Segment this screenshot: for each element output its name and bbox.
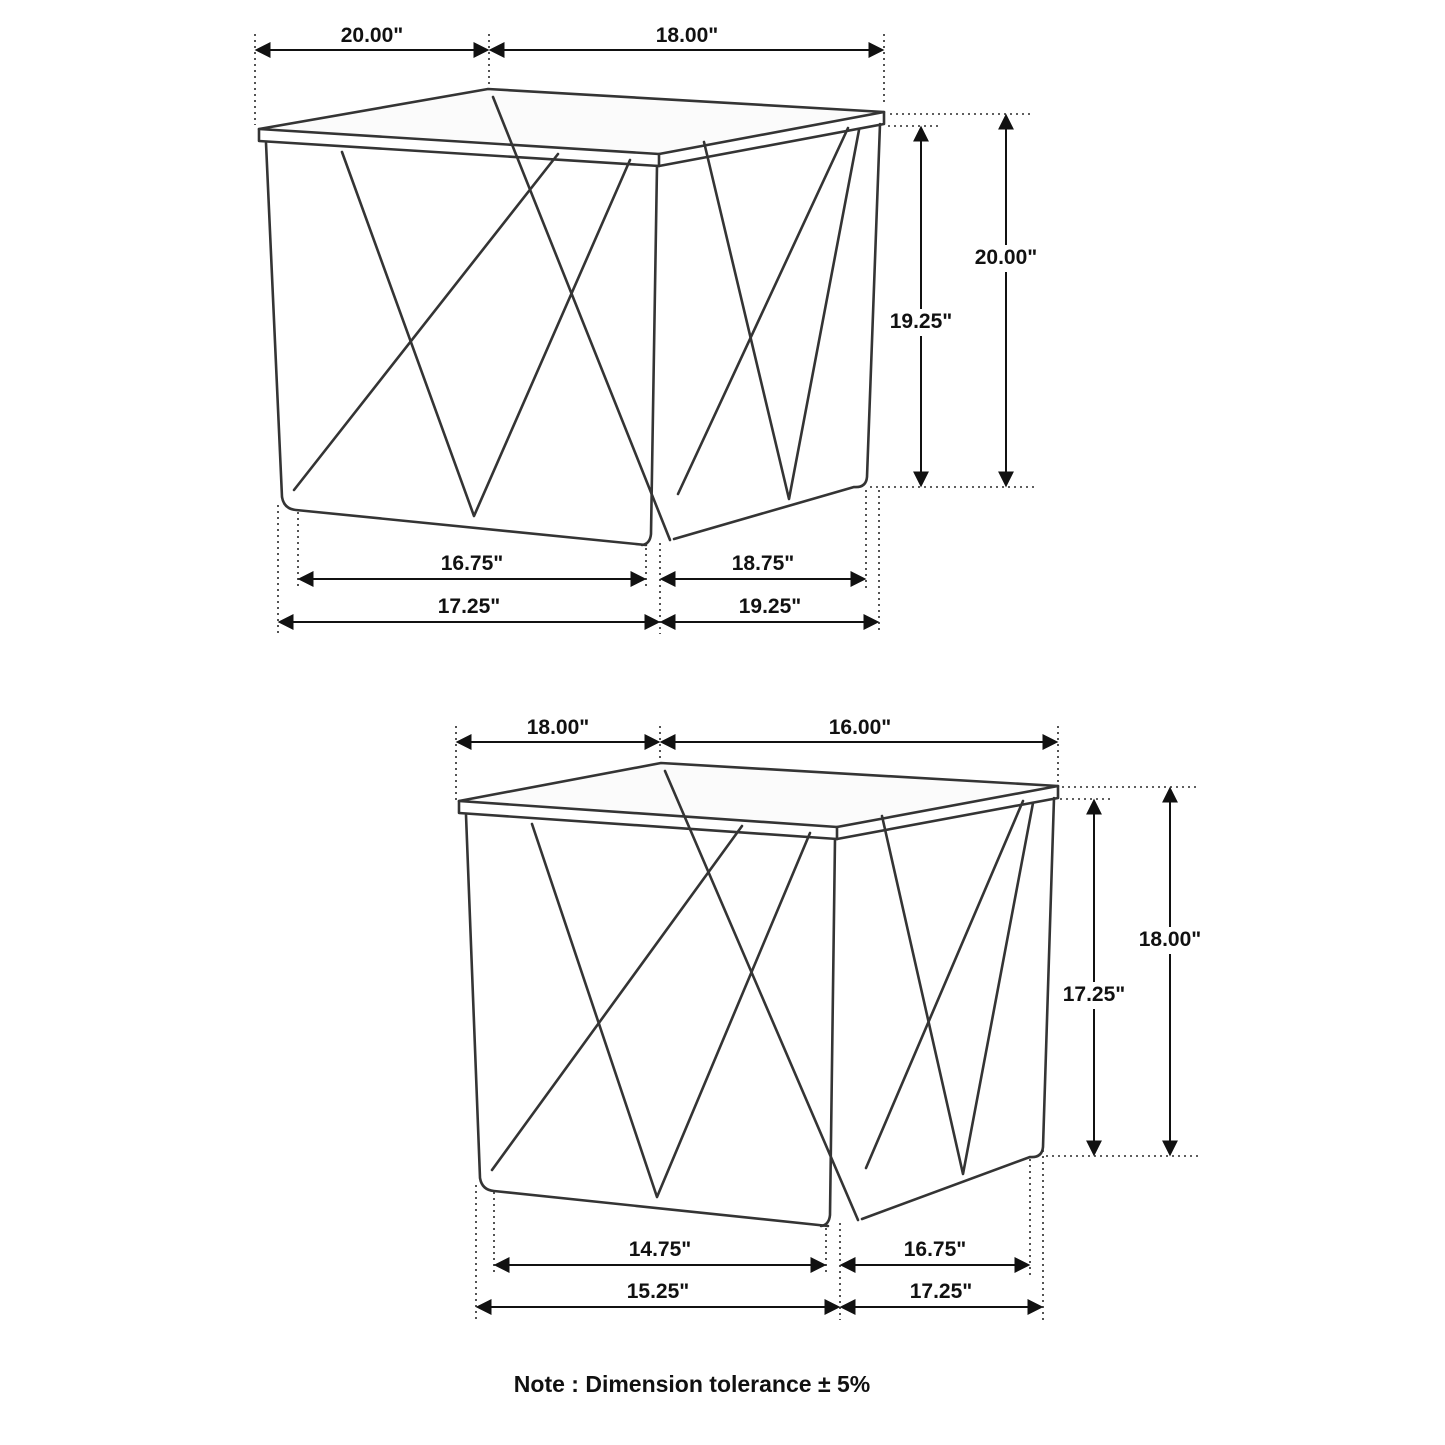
table1-overall-height-label: 20.00" (975, 246, 1038, 269)
table2-top-dimensions: 18.00" 16.00" (455, 716, 1059, 800)
table1-left-cross-wire (292, 152, 560, 492)
table1-right-v-wire (702, 128, 861, 501)
table2-overall-height-label: 18.00" (1139, 928, 1202, 951)
table1-base-left-inner-label: 16.75" (441, 552, 504, 575)
table2-right-cross-wire (864, 799, 1025, 1170)
table2-front-riser-leg (819, 837, 837, 1228)
table1-base-dimensions: 16.75" 18.75" 17.25" 19.25" (277, 490, 880, 634)
table1-top-depth-label: 18.00" (656, 24, 719, 47)
table2-base-left-outer-label: 15.25" (627, 1280, 690, 1303)
table2-leg-height-label: 17.25" (1063, 983, 1126, 1006)
label-background (1056, 982, 1133, 1009)
label-background (1131, 927, 1209, 954)
table2-base-right-inner-label: 16.75" (904, 1238, 967, 1261)
table1-left-leg-and-rail (264, 141, 648, 547)
table2-back-riser-wire (663, 769, 860, 1222)
table2-left-leg-and-rail (464, 813, 830, 1228)
table1-top-dimensions: 20.00" 18.00" (254, 24, 885, 125)
table2-base-dimensions: 14.75" 16.75" 15.25" 17.25" (475, 1150, 1044, 1320)
table1-top-width-label: 20.00" (341, 24, 404, 47)
table1-base-left-outer-label: 17.25" (438, 595, 501, 618)
table1-front-riser-leg (640, 164, 659, 547)
table1-back-riser-wire (491, 95, 672, 542)
label-background (967, 245, 1045, 272)
table2-height-dimensions: 17.25" 18.00" (1046, 786, 1209, 1157)
table2-tabletop-face (457, 761, 1060, 829)
table1-base-right-outer-label: 19.25" (739, 595, 802, 618)
table2-base-right-outer-label: 17.25" (910, 1280, 973, 1303)
table2-top-depth-label: 16.00" (829, 716, 892, 739)
table2-base-left-inner-label: 14.75" (629, 1238, 692, 1261)
table1-right-cross-wire (676, 126, 850, 496)
table2-drawing (457, 761, 1060, 1228)
label-background (883, 309, 960, 336)
table1-base-right-inner-label: 18.75" (732, 552, 795, 575)
table2-top-width-label: 18.00" (527, 716, 590, 739)
table1-height-dimensions: 19.25" 20.00" (870, 113, 1045, 488)
table1-left-v-wire (340, 150, 632, 518)
table1-right-leg-and-rail (672, 122, 882, 541)
table2-left-v-wire (530, 822, 812, 1199)
table1-tabletop-face (257, 87, 886, 156)
table2-right-v-wire (880, 801, 1035, 1176)
tolerance-note: Note : Dimension tolerance ± 5% (514, 1371, 870, 1397)
table2-right-leg-and-rail (860, 796, 1056, 1221)
table2-left-cross-wire (490, 824, 744, 1172)
table1-drawing (257, 87, 886, 547)
table1-leg-height-label: 19.25" (890, 310, 953, 333)
